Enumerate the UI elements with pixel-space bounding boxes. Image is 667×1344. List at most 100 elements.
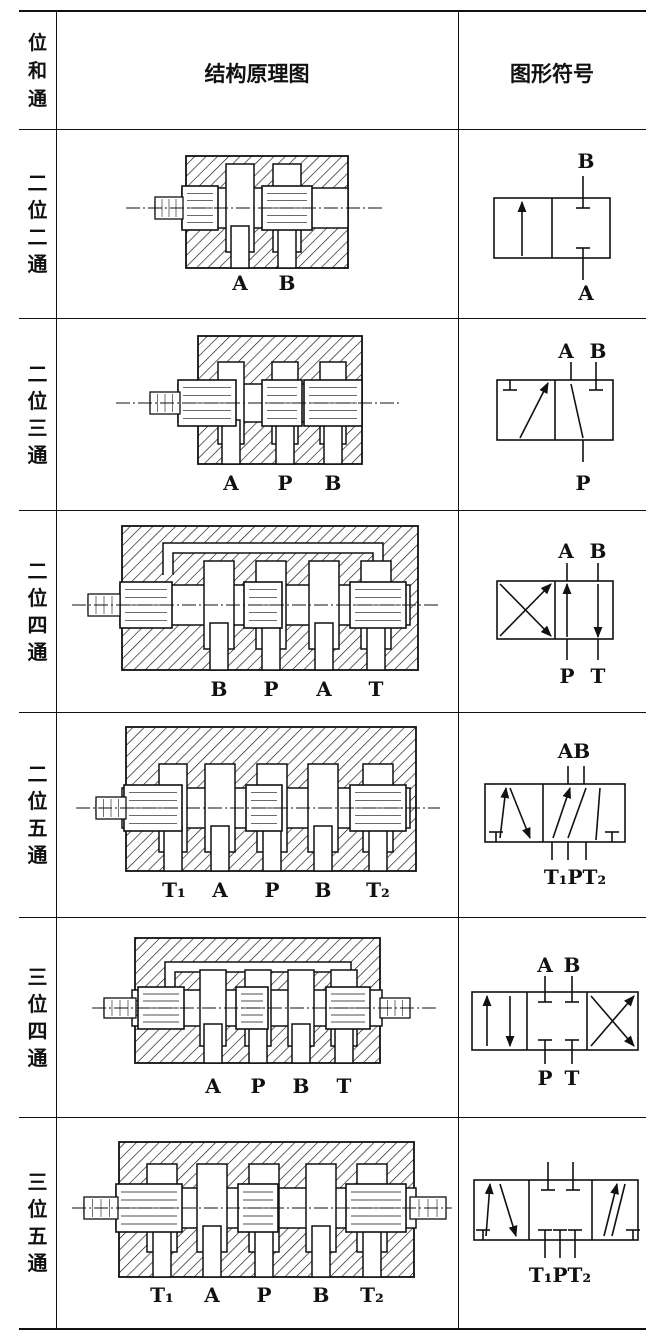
symbol-port-label: A xyxy=(557,539,574,563)
valve-port xyxy=(248,1023,268,1064)
col-rule-2 xyxy=(458,10,459,1330)
valve-port xyxy=(334,1023,354,1064)
structure-port-label: T₂ xyxy=(360,1283,384,1307)
symbol-port-label: B xyxy=(590,539,607,563)
structure-port-label: P xyxy=(250,1074,265,1098)
flow-arrow xyxy=(484,1182,494,1237)
col-rule-1 xyxy=(56,10,57,1330)
valve-port xyxy=(311,1225,331,1278)
symbol-port-label: A xyxy=(557,339,574,363)
symbol-port-label: B xyxy=(590,339,607,363)
symbol-port-label: A xyxy=(536,953,553,977)
flow-arrow xyxy=(519,382,549,439)
row-label-2pos-5way: 二位五通 xyxy=(27,762,48,867)
flow-arrow xyxy=(499,1183,518,1238)
table-bottom-rule xyxy=(19,1328,646,1330)
valve-port xyxy=(362,1225,382,1278)
symbol-port-label: P xyxy=(537,1066,552,1090)
structure-port-label: B xyxy=(293,1074,310,1098)
header-bottom-rule xyxy=(19,129,646,130)
valve-port xyxy=(210,825,230,872)
structure-port-label: T xyxy=(337,1074,352,1098)
row-label-3pos-5way: 三位五通 xyxy=(27,1170,48,1275)
valve-port xyxy=(163,825,183,872)
header-symbol-label: 图形符号 xyxy=(510,61,594,86)
row-label-2pos-4way: 二位四通 xyxy=(27,558,48,664)
structure-port-label: T₂ xyxy=(366,878,390,902)
flow-line xyxy=(570,383,584,439)
valve-port xyxy=(291,1023,311,1064)
internal-passage-outer xyxy=(162,542,384,575)
structure-diagram xyxy=(72,525,440,671)
flow-arrow xyxy=(499,786,510,839)
row-label-2pos-2way: 二位二通 xyxy=(27,171,48,276)
structure-port-label: P xyxy=(264,878,279,902)
symbol-port-label: T xyxy=(565,1066,580,1090)
structure-port-label: A xyxy=(231,271,248,295)
flow-cross xyxy=(499,583,552,637)
valve-port xyxy=(262,825,282,872)
symbol-port-label: B xyxy=(564,953,581,977)
valve-port xyxy=(152,1225,172,1278)
structure-port-label: A xyxy=(211,878,228,902)
symbol-3-5-body xyxy=(473,1179,639,1241)
flow-arrow xyxy=(603,1182,619,1237)
valve-port xyxy=(368,825,388,872)
structure-port-label: B xyxy=(315,878,332,902)
structure-port-label: A xyxy=(315,677,332,701)
structure-port-label: B xyxy=(211,677,228,701)
symbol-port-label: P xyxy=(559,664,574,688)
valve-port xyxy=(230,225,250,269)
header-position-label: 位 和 通 xyxy=(27,31,47,110)
symbol-port-label: A xyxy=(577,281,594,305)
valve-port xyxy=(261,622,281,671)
symbol-port-label: T₁PT₂ xyxy=(529,1263,591,1287)
valve-port xyxy=(209,622,229,671)
structure-port-label: A xyxy=(204,1074,221,1098)
structure-diagram xyxy=(92,937,436,1064)
structure-port-label: B xyxy=(325,471,342,495)
structure-port-label: P xyxy=(256,1283,271,1307)
structure-diagram xyxy=(116,335,402,465)
valve-port xyxy=(202,1225,222,1278)
valve-port xyxy=(203,1023,223,1064)
symbol-port-label: AB xyxy=(557,739,590,763)
structure-port-label: B xyxy=(279,271,296,295)
structure-port-label: P xyxy=(277,471,292,495)
structure-port-label: A xyxy=(203,1283,220,1307)
row-rule-2 xyxy=(19,510,646,511)
valve-port xyxy=(254,1225,274,1278)
symbol-2-5-body xyxy=(484,783,626,843)
flow-line xyxy=(567,787,587,839)
valve-port xyxy=(314,622,334,671)
row-label-2pos-3way: 二位三通 xyxy=(27,361,48,467)
row-rule-5 xyxy=(19,1117,646,1118)
structure-port-label: T xyxy=(369,677,384,701)
symbol-port-label: P xyxy=(575,471,590,495)
symbol-port-label: T₁PT₂ xyxy=(544,865,606,889)
flow-arrow xyxy=(509,787,531,840)
structure-port-label: P xyxy=(263,677,278,701)
structure-port-label: T₁ xyxy=(150,1283,174,1307)
structure-diagram xyxy=(72,1141,452,1278)
valve-port xyxy=(313,825,333,872)
flow-cross xyxy=(590,995,635,1047)
structure-port-label: T₁ xyxy=(162,878,186,902)
row-rule-4 xyxy=(19,917,646,918)
symbol-port-label: T xyxy=(591,664,606,688)
flow-line xyxy=(595,787,601,841)
row-label-3pos-4way: 三位四通 xyxy=(27,964,48,1070)
row-rule-1 xyxy=(19,318,646,319)
header-structure-label: 结构原理图 xyxy=(204,61,310,86)
structure-port-label: A xyxy=(222,471,239,495)
row-rule-3 xyxy=(19,712,646,713)
table-top-rule xyxy=(19,10,646,12)
valve-port xyxy=(277,225,297,269)
symbol-3-4-body xyxy=(471,991,639,1051)
flow-line xyxy=(611,1183,626,1237)
valve-port xyxy=(366,622,386,671)
structure-diagram xyxy=(126,155,384,269)
symbol-port-label: B xyxy=(578,149,595,173)
